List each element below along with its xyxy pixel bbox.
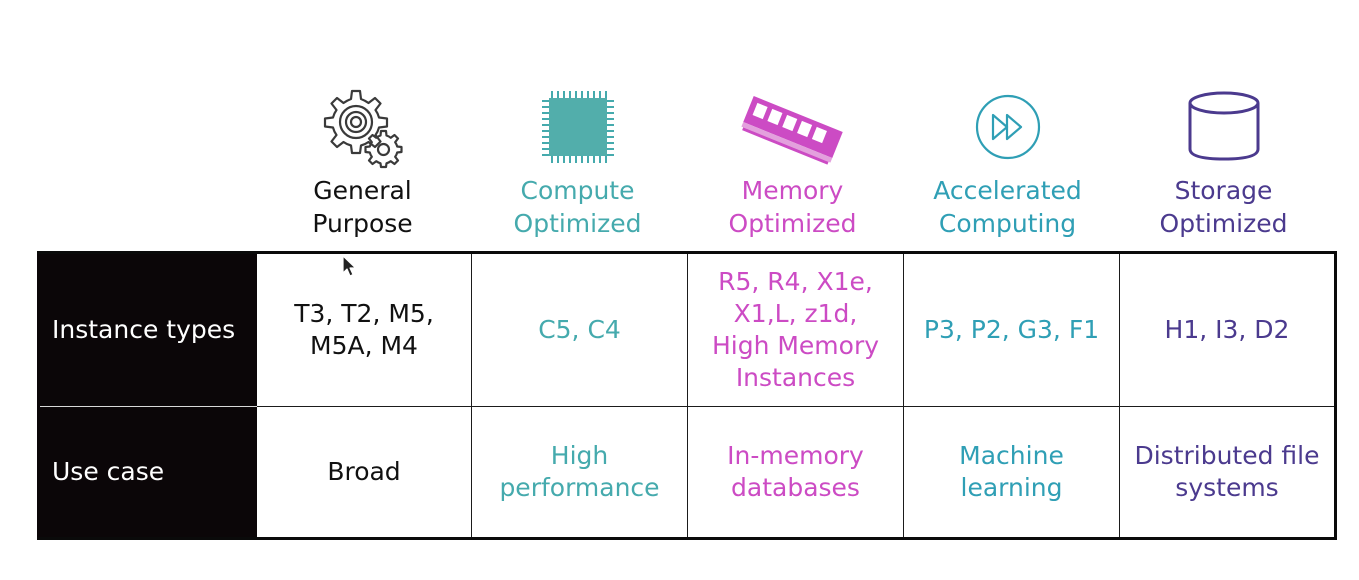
cell-general-use-case: Broad (256, 406, 472, 540)
table-row-instance-types: Instance types T3, T2, M5, M5A, M4 C5, C… (37, 251, 1337, 407)
column-title-memory: Memory Optimized (728, 176, 857, 238)
cpu-chip-icon (470, 82, 685, 172)
memory-module-icon (685, 82, 900, 172)
column-title-accelerated: Accelerated Computing (933, 176, 1082, 238)
row-label-use-case: Use case (37, 406, 257, 540)
cell-storage-instance-types: H1, I3, D2 (1119, 251, 1337, 407)
cell-accelerated-use-case: Machine learning (903, 406, 1120, 540)
column-header-memory: Memory Optimized (685, 70, 900, 245)
instance-comparison-table: Instance types T3, T2, M5, M5A, M4 C5, C… (37, 251, 1337, 540)
cell-general-instance-types: T3, T2, M5, M5A, M4 (256, 251, 472, 407)
cell-memory-use-case: In-memory databases (687, 406, 904, 540)
cell-accelerated-instance-types: P3, P2, G3, F1 (903, 251, 1120, 407)
column-header-accelerated: Accelerated Computing (900, 70, 1115, 245)
column-header-general: General Purpose (255, 70, 470, 245)
gears-icon (255, 82, 470, 172)
cell-memory-instance-types: R5, R4, X1e, X1,L, z1d, High Memory Inst… (687, 251, 904, 407)
cell-compute-instance-types: C5, C4 (471, 251, 688, 407)
column-title-compute: Compute Optimized (513, 176, 642, 238)
column-title-general: General Purpose (312, 176, 413, 238)
column-header-storage: Storage Optimized (1116, 70, 1331, 245)
table-row-use-case: Use case Broad High performance In-memor… (37, 406, 1337, 540)
row-label-instance-types: Instance types (37, 251, 257, 407)
column-header-compute: Compute Optimized (470, 70, 685, 245)
column-title-storage: Storage Optimized (1159, 176, 1288, 238)
fast-forward-icon (900, 82, 1115, 172)
database-cylinder-icon (1116, 82, 1331, 172)
mouse-pointer-icon (341, 254, 359, 278)
cell-storage-use-case: Distributed file systems (1119, 406, 1337, 540)
cell-compute-use-case: High performance (471, 406, 688, 540)
